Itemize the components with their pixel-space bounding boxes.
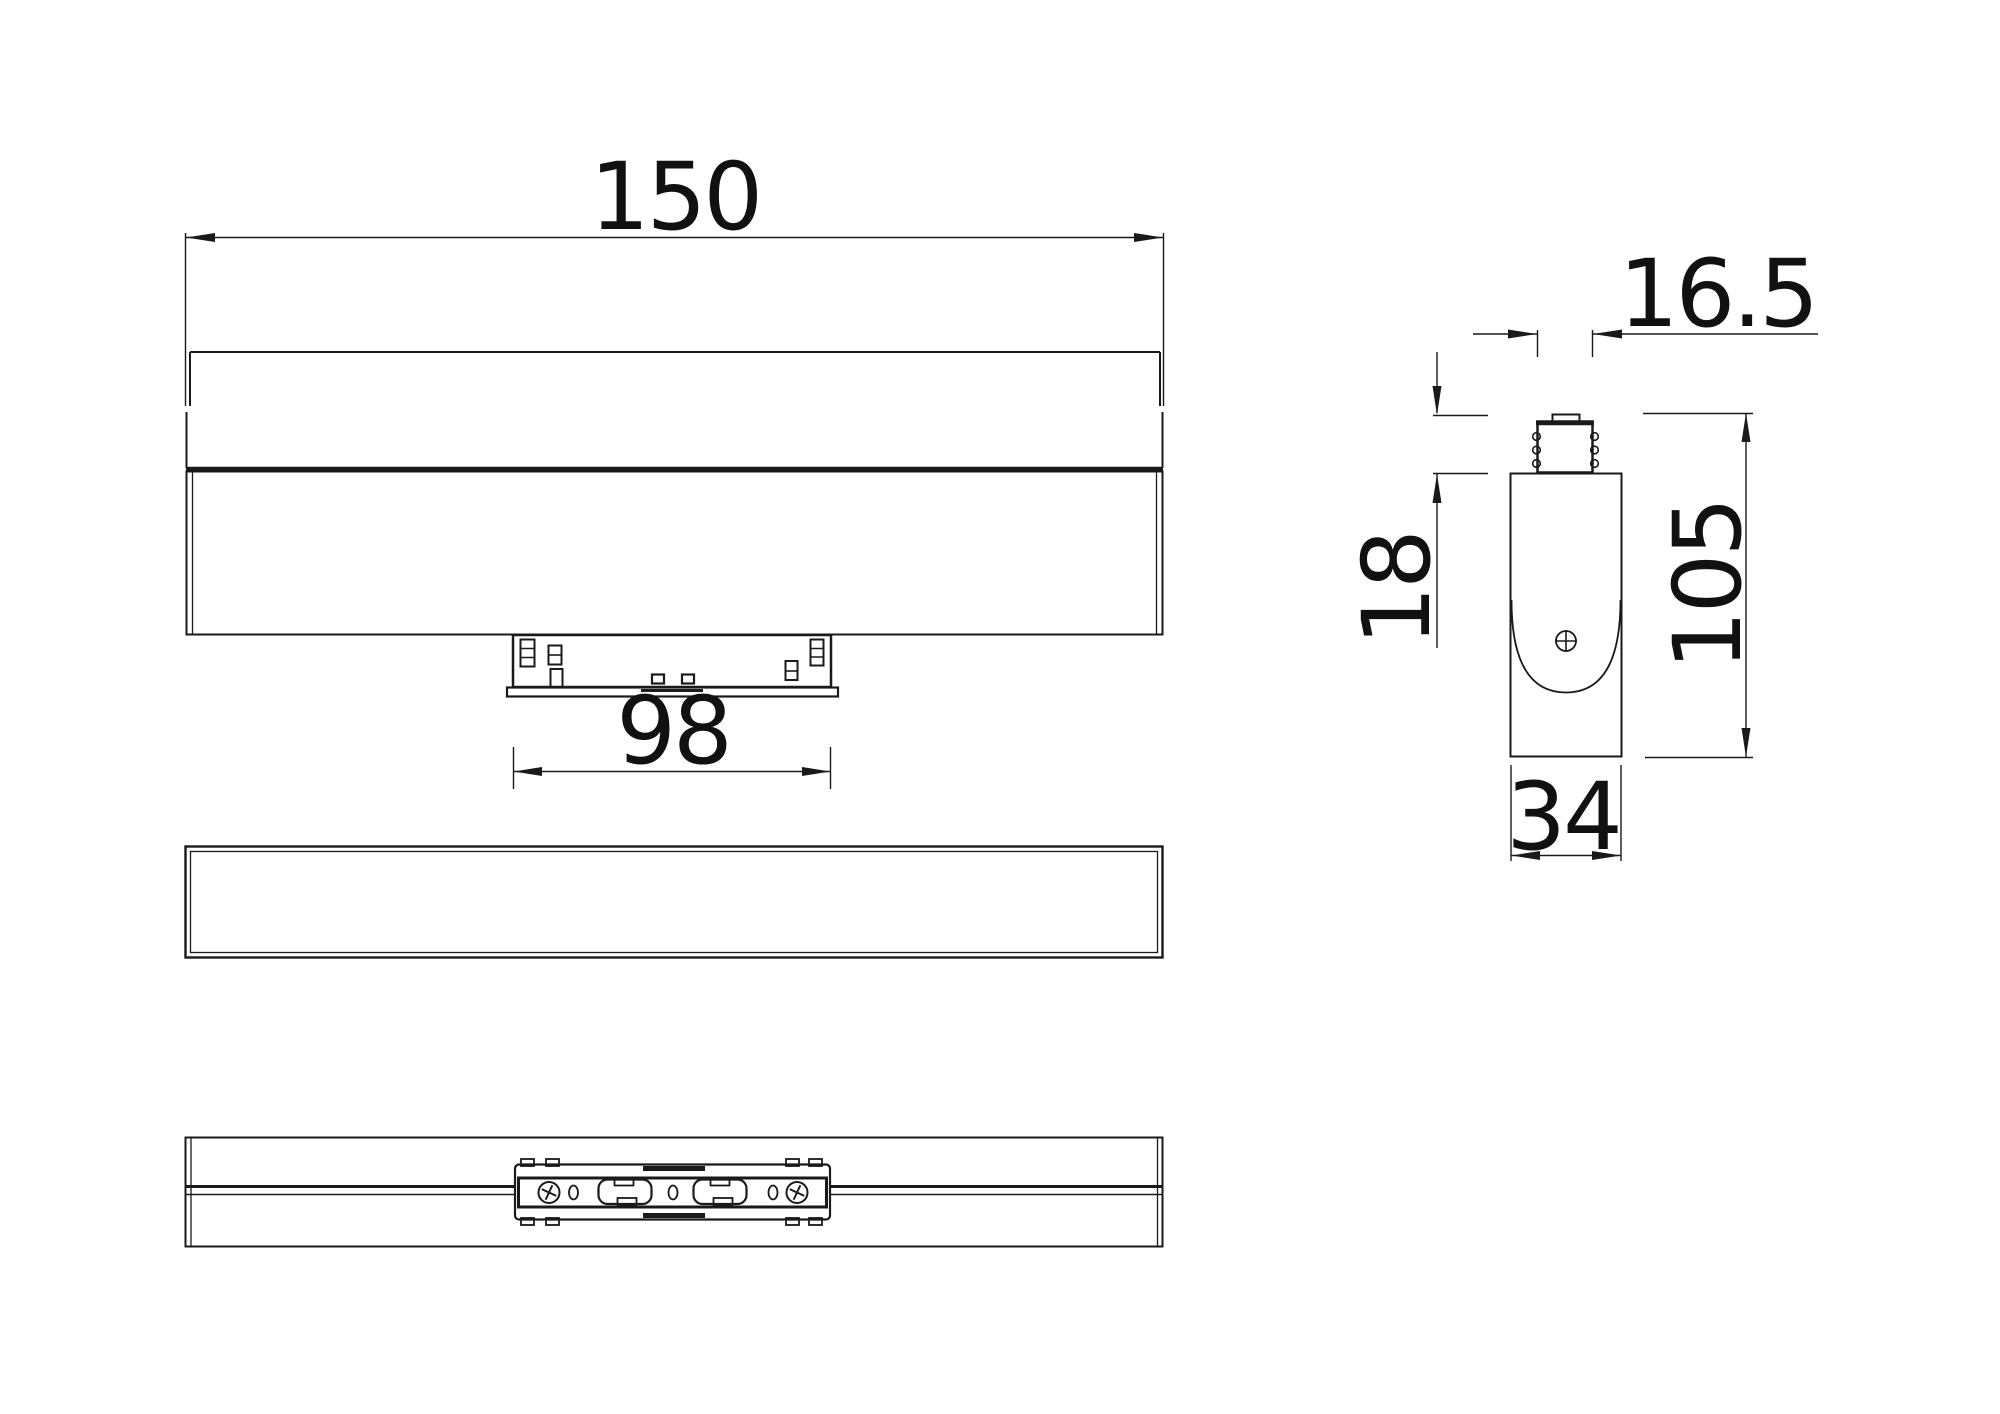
dimension-side-height-label: 105 <box>1654 500 1763 670</box>
front-lower-block <box>185 470 1164 636</box>
screw-right-head <box>785 1181 809 1204</box>
dimension-front-width-label: 150 <box>590 143 760 252</box>
side-knob <box>1536 420 1594 474</box>
dimension-side-width-arrow-left <box>1511 851 1540 860</box>
plate-tab <box>785 1217 800 1226</box>
adapter-contact-stack-right-dividers <box>810 647 824 658</box>
adapter-contact-stack-left <box>519 638 536 668</box>
dimension-knob-width-extension-lines <box>1536 330 1594 357</box>
dimension-knob-width-label: 16.5 <box>1619 240 1816 349</box>
dimension-knob-height: 18 <box>1343 352 1488 648</box>
side-view: 16.5 18 105 34 <box>1343 240 1819 872</box>
dimension-side-height: 105 <box>1643 412 1763 759</box>
screw-left-head <box>537 1181 561 1204</box>
adapter-contact-stack-left-dividers <box>520 647 535 659</box>
plate-slot-right-bottom-notch <box>712 1197 734 1206</box>
top-view <box>184 845 1164 959</box>
adapter-contact-stack-right <box>809 638 825 667</box>
adapter-center-tab-1 <box>650 673 666 685</box>
plate-edge-tabs <box>520 1158 823 1226</box>
dimension-side-width-extension-lines <box>1510 765 1622 861</box>
knob-rib <box>1589 431 1600 442</box>
plate-body <box>513 1163 832 1221</box>
dimension-front-width-arrow-left <box>186 233 215 242</box>
side-screw <box>1555 630 1577 652</box>
plate-tab <box>520 1158 535 1167</box>
dimension-knob-width-arrow-left <box>1508 329 1537 339</box>
plate-tab <box>808 1217 823 1226</box>
knob-rib <box>1589 458 1600 469</box>
dimension-knob-height-arrow-up <box>1432 474 1442 503</box>
knob-rib <box>1589 445 1600 455</box>
dimension-adapter-length-extension-lines <box>512 747 832 789</box>
plate-tab <box>520 1217 535 1226</box>
top-view-outer-rect <box>184 845 1164 959</box>
bottom-view <box>184 1136 1164 1248</box>
dimension-knob-width-arrow-right <box>1593 329 1622 339</box>
dimension-knob-height-label: 18 <box>1343 532 1452 646</box>
plate-hole <box>767 1184 779 1201</box>
bottom-adapter-plate <box>513 1158 832 1226</box>
plate-slot-left <box>597 1178 653 1206</box>
dimension-side-width-arrow-right <box>1592 851 1621 860</box>
screw-left-cross-icon <box>541 1184 557 1201</box>
plate-tab <box>808 1158 823 1167</box>
plate-tab <box>545 1217 560 1226</box>
dimension-front-width-extension-lines <box>184 233 1165 406</box>
dimension-knob-height-arrow-down <box>1432 386 1442 415</box>
front-track-adapter <box>505 633 840 698</box>
plate-tab <box>785 1158 800 1167</box>
top-view-inner-rect <box>189 850 1159 954</box>
dimension-adapter-length-label: 98 <box>616 677 730 786</box>
front-view: 150 98 <box>184 143 1165 789</box>
dimension-knob-height-ticks <box>1433 414 1488 475</box>
plate-recess <box>517 1176 828 1209</box>
side-screw-cross-icon <box>1555 630 1577 652</box>
plate-slot-right <box>692 1178 748 1206</box>
side-body-u-arc <box>1510 599 1622 694</box>
adapter-base-strip <box>505 686 840 698</box>
dimension-side-height-arrow-up <box>1741 413 1751 442</box>
dimension-adapter-length-arrow-left <box>513 767 542 776</box>
screw-left <box>537 1181 561 1204</box>
front-upper-block-outline <box>185 351 1164 468</box>
dimension-adapter-length: 98 <box>512 677 832 789</box>
screw-right <box>785 1181 809 1204</box>
screw-right-cross-icon <box>789 1184 805 1201</box>
dimension-side-width-label: 34 <box>1506 763 1620 872</box>
dimension-side-width: 34 <box>1506 763 1623 872</box>
dimension-front-width: 150 <box>184 143 1165 406</box>
bottom-view-outer-rect <box>184 1136 1164 1248</box>
dimension-side-height-extension-lines <box>1643 412 1753 759</box>
dimension-front-width-arrow-right <box>1134 233 1163 242</box>
plate-tab <box>545 1158 560 1167</box>
plate-slot-left-bottom-notch <box>616 1197 638 1206</box>
dimension-adapter-length-arrow-right <box>802 767 831 776</box>
side-knob-top-tab <box>1551 413 1581 423</box>
adapter-slot-left <box>549 668 564 687</box>
dimension-side-height-arrow-down <box>1741 728 1751 757</box>
side-body <box>1509 472 1623 758</box>
dimension-knob-width: 16.5 <box>1473 240 1819 357</box>
plate-hole <box>568 1184 579 1201</box>
adapter-center-tab-2 <box>680 673 696 685</box>
knob-ribs <box>1531 431 1600 469</box>
plate-hole <box>667 1184 679 1201</box>
plate-slot-right-top-notch <box>709 1177 731 1187</box>
plate-slot-left-top-notch <box>613 1177 635 1187</box>
